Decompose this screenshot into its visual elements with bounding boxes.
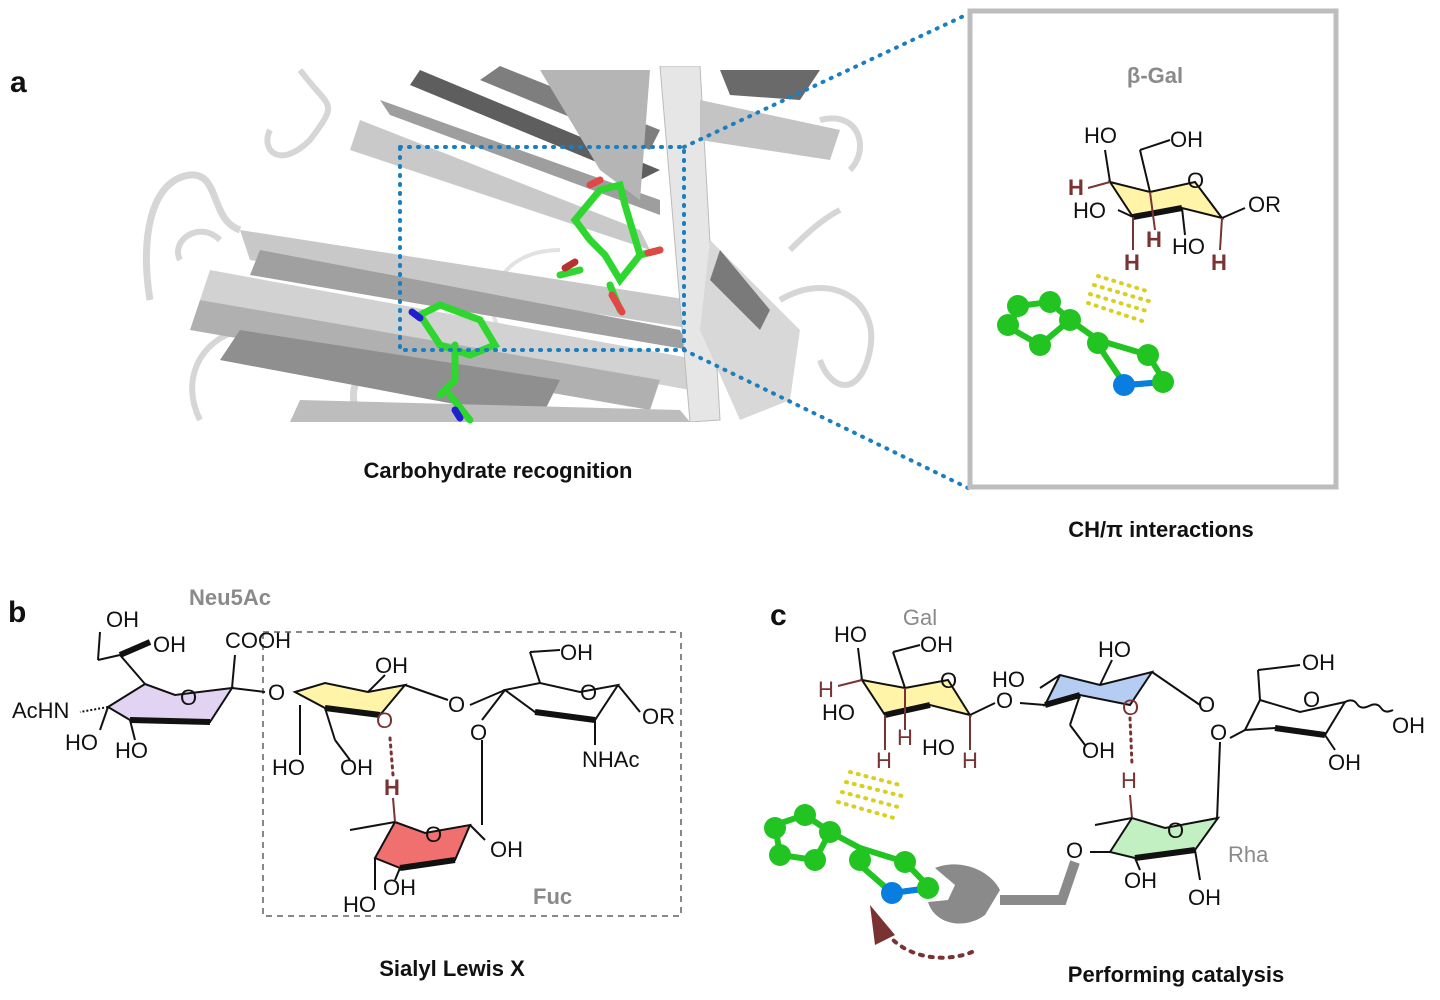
atom-label: O bbox=[1187, 168, 1204, 193]
beta-gal-label: β-Gal bbox=[1127, 63, 1183, 88]
caption-sialyl-lewis-x: Sialyl Lewis X bbox=[379, 956, 525, 981]
atom-label: O bbox=[1167, 818, 1184, 843]
atom-label: H bbox=[1068, 175, 1084, 200]
atom-label: H bbox=[1211, 250, 1227, 275]
atom-label: OH bbox=[375, 653, 408, 678]
atom-label: OH bbox=[1392, 713, 1425, 738]
atom-label: OH bbox=[490, 837, 523, 862]
atom-label: OH bbox=[1082, 738, 1115, 763]
atom-label: AcHN bbox=[12, 698, 69, 723]
zoom-indicator bbox=[398, 12, 970, 490]
atom-label: COOH bbox=[225, 628, 291, 653]
atom-label: H bbox=[962, 748, 978, 773]
atom-label: O bbox=[180, 685, 197, 710]
caption-carbohydrate-recognition: Carbohydrate recognition bbox=[364, 458, 633, 483]
atom-label: OR bbox=[642, 704, 675, 729]
atom-label: H bbox=[1124, 250, 1140, 275]
atom-label: O bbox=[580, 680, 597, 705]
atom-label: HO bbox=[115, 738, 148, 763]
atom-label: HO bbox=[272, 755, 305, 780]
atom-label: H bbox=[1146, 227, 1162, 252]
caption-ch-pi-interactions: CH/π interactions bbox=[1068, 517, 1254, 542]
neu5ac-label: Neu5Ac bbox=[189, 585, 271, 610]
caption-performing-catalysis: Performing catalysis bbox=[1068, 962, 1284, 987]
atom-label: O bbox=[1198, 692, 1215, 717]
atom-label: HO bbox=[1098, 637, 1131, 662]
neu5ac-ring: OH OH COOH AcHN HO HO O O bbox=[12, 607, 291, 763]
atom-label: O bbox=[268, 680, 285, 705]
atom-label: O bbox=[376, 708, 393, 733]
rha-label: Rha bbox=[1228, 842, 1269, 867]
sialyl-lewis-box bbox=[262, 631, 682, 917]
atom-label: HO bbox=[1073, 198, 1106, 223]
atom-label: O bbox=[1066, 838, 1083, 863]
atom-label: HO bbox=[822, 700, 855, 725]
atom-label: O bbox=[996, 688, 1013, 713]
fucose-ring: H O OH HO OH Fuc bbox=[343, 775, 572, 917]
galactose-ring-c: HO OH H HO O H HO H H O bbox=[818, 622, 1013, 773]
glucose-ring-c: HO HO OH O O bbox=[992, 637, 1215, 763]
atom-label: HO bbox=[1172, 234, 1205, 259]
curved-arrow-icon bbox=[870, 905, 974, 960]
atom-label: H bbox=[876, 748, 892, 773]
atom-label: OH bbox=[1124, 868, 1157, 893]
atom-label: OH bbox=[106, 607, 139, 632]
atom-label: OH bbox=[153, 632, 186, 657]
atom-label: OH bbox=[1328, 750, 1361, 775]
glcnac-ring: OH OR NHAc O O bbox=[469, 640, 675, 825]
atom-label: OH bbox=[920, 632, 953, 657]
atom-label: O bbox=[940, 668, 957, 693]
atom-label: O bbox=[448, 692, 465, 717]
beta-gal-structure: β-Gal HO OH H O HO OR H H HO H bbox=[1068, 63, 1281, 275]
atom-label: HO bbox=[65, 730, 98, 755]
protein-structure-render bbox=[142, 66, 875, 424]
atom-label: O bbox=[1210, 720, 1227, 745]
atom-label: H bbox=[1121, 768, 1137, 793]
atom-label: O bbox=[425, 822, 442, 847]
atom-label: HO bbox=[834, 622, 867, 647]
atom-label: H bbox=[384, 775, 400, 800]
atom-label: OH bbox=[383, 875, 416, 900]
ch-pi-dots bbox=[836, 770, 904, 820]
atom-label: NHAc bbox=[582, 747, 639, 772]
zoom-inset-frame bbox=[967, 8, 1339, 490]
atom-label: H bbox=[897, 725, 913, 750]
panel-label-b: b bbox=[8, 596, 26, 629]
hydrogen-bond bbox=[388, 736, 395, 777]
reducing-end-ring-c: OH O OH OH O bbox=[1210, 650, 1425, 821]
atom-label: OR bbox=[1248, 192, 1281, 217]
wrench-linker-icon bbox=[928, 860, 1080, 924]
atom-label: OH bbox=[340, 755, 373, 780]
atom-label: O bbox=[1122, 695, 1139, 720]
atom-label: OH bbox=[560, 640, 593, 665]
atom-label: OH bbox=[1188, 885, 1221, 910]
atom-label: HO bbox=[992, 667, 1025, 692]
atom-label: HO bbox=[922, 735, 955, 760]
indole-ball-and-stick bbox=[997, 291, 1174, 396]
panel-label-a: a bbox=[10, 66, 27, 99]
atom-label: O bbox=[470, 720, 487, 745]
rhamnose-ring: O H O OH OH Rha bbox=[1066, 768, 1269, 910]
atom-label: HO bbox=[1084, 123, 1117, 148]
indole-catalyst bbox=[764, 804, 939, 904]
galactose-ring-b: OH O O HO OH bbox=[272, 653, 465, 780]
gal-label: Gal bbox=[903, 605, 937, 630]
atom-label: O bbox=[1303, 687, 1320, 712]
atom-label: H bbox=[818, 677, 834, 702]
panel-label-c: c bbox=[770, 599, 787, 632]
atom-label: OH bbox=[1170, 127, 1203, 152]
atom-label: HO bbox=[343, 892, 376, 917]
atom-label: OH bbox=[1302, 650, 1335, 675]
fuc-label: Fuc bbox=[533, 884, 572, 909]
ch-pi-dots bbox=[1086, 274, 1154, 324]
hydrogen-bond bbox=[1128, 716, 1134, 767]
